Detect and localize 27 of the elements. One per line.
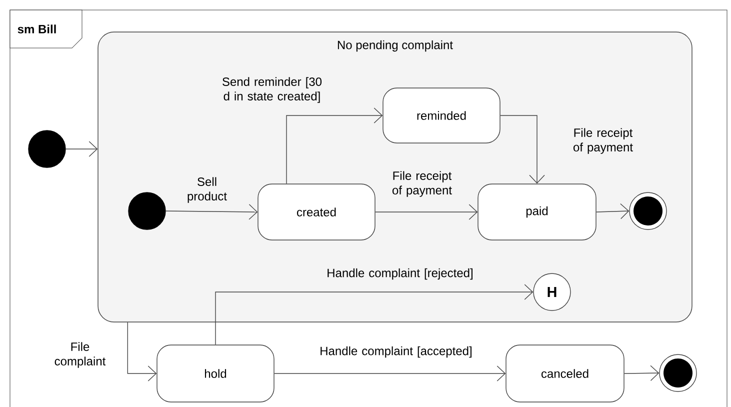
transition-arrow — [500, 115, 545, 184]
edge-label: Handle complaint [accepted] — [320, 346, 472, 358]
edge-label: Sell product — [188, 177, 227, 203]
edge-label: File receipt of payment — [392, 171, 452, 197]
edge-label: Send reminder [30 d in state created] — [222, 77, 322, 103]
state-box: reminded — [382, 88, 500, 144]
transition-arrow — [127, 322, 157, 382]
transition-arrow — [215, 284, 534, 345]
final-state — [629, 192, 667, 230]
edge-label: File receipt of payment — [574, 128, 633, 154]
transition-arrow — [596, 203, 630, 220]
transition-arrow — [274, 366, 506, 382]
edge-label: File complaint — [54, 342, 106, 368]
transition-arrow — [66, 141, 98, 157]
transition-arrow — [166, 204, 258, 220]
initial-state — [28, 130, 66, 168]
transition-arrow — [375, 204, 478, 220]
initial-state — [128, 192, 166, 230]
final-state — [659, 354, 697, 392]
edge-label: Handle complaint [rejected] — [328, 268, 472, 280]
state-box: canceled — [506, 344, 624, 402]
state-box: hold — [156, 344, 274, 402]
state-box: created — [258, 184, 376, 240]
state-box: paid — [478, 184, 596, 240]
transition-arrow — [624, 365, 660, 381]
history-state: H — [533, 273, 571, 311]
transition-arrow — [286, 108, 383, 184]
